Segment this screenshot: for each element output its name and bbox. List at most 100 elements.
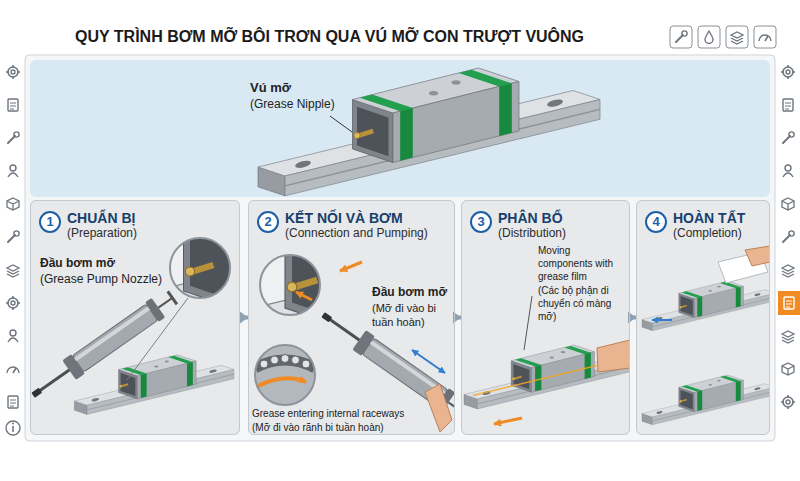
content-frame [25, 55, 775, 441]
sidebar-icon [8, 165, 18, 177]
hand [745, 246, 770, 266]
sidebar-icon [7, 265, 19, 277]
toolbar-icon [705, 31, 713, 44]
toolbar-icon [670, 26, 776, 48]
linear-guide [74, 355, 234, 415]
sidebar-icon [778, 291, 800, 315]
zoom-view [258, 378, 306, 386]
step-number-text: 4 [652, 215, 659, 229]
hand [745, 246, 770, 266]
motion-arrow [412, 350, 445, 373]
zoom-view [302, 360, 310, 368]
toolbar-icon [754, 26, 776, 48]
sidebar-icon [7, 198, 19, 210]
zoom-view [292, 356, 300, 364]
linear-guide [258, 68, 600, 196]
sidebar-icon [6, 296, 20, 310]
toolbar-icon [759, 35, 771, 41]
sidebar-icon [782, 331, 794, 343]
zoom-view [281, 355, 289, 363]
zoom-view [260, 255, 320, 315]
hand [425, 384, 452, 432]
callout-label: (Các bộ phận di chuyển có màng mỡ) [538, 284, 626, 323]
callout-label: Vú mỡ [250, 80, 291, 96]
sidebar-icon [784, 297, 794, 309]
callout-label: (Grease Nipple) [250, 97, 335, 112]
page-title: QUY TRÌNH BƠM MỠ BÔI TRƠN QUA VÚ MỠ CON … [75, 27, 584, 47]
hand [597, 340, 630, 372]
step-number-text: 1 [46, 215, 53, 229]
linear-guide [642, 281, 770, 331]
step-number: 4 [645, 211, 667, 233]
grease-gun [30, 288, 179, 405]
sidebar-icon [781, 65, 795, 79]
motion-arrow [652, 320, 672, 321]
content-frame [25, 55, 775, 441]
step-panel-ground [248, 200, 455, 435]
zoom-view [255, 345, 315, 405]
sidebar-icon [8, 132, 19, 143]
step-one-art [30, 200, 240, 414]
sidebar-icon [782, 198, 794, 210]
zoom-view [255, 345, 315, 405]
leader-line [524, 296, 532, 350]
hero-panel [30, 60, 770, 197]
toolbar-icon [670, 26, 692, 48]
zoom-view [271, 356, 279, 364]
step-number-text: 3 [477, 215, 484, 229]
step-panel: HOÀN TẤT(Completion)4 [636, 200, 770, 435]
grease-arrow [340, 262, 362, 271]
step-subheading: (Connection and Pumping) [285, 226, 450, 240]
sidebar-icon [783, 132, 794, 143]
zoom-view [255, 345, 315, 405]
leader-line [330, 116, 352, 132]
motion-arrow [412, 350, 445, 373]
step-arrow [240, 316, 248, 320]
sidebar-icon [783, 165, 793, 177]
step-subheading: (Distribution) [498, 226, 625, 240]
callout-label: (Mỡ đi vào bi tuần hoàn) [372, 301, 452, 329]
grease-gun [30, 288, 179, 405]
step-four-art [642, 246, 770, 425]
callout-label: Đầu bơm mỡ [372, 285, 452, 300]
callout-label: Đầu bơm mỡ [40, 256, 115, 271]
step-heading: PHÂN BỔ [498, 210, 625, 226]
toolbar-icon [698, 26, 720, 48]
leader-line [524, 296, 532, 350]
toolbar-icon [731, 32, 743, 44]
zoom-view [170, 238, 230, 298]
callout-label: (Grease Pump Nozzle) [40, 272, 162, 287]
step-number: 2 [257, 211, 279, 233]
step-two-art [248, 200, 455, 432]
sidebar-icon [6, 421, 20, 435]
step-panel: CHUẨN BỊ(Preparation) 1 [30, 200, 240, 435]
step-connector [240, 317, 636, 318]
step-number-text: 2 [264, 215, 271, 229]
sidebar-icon [781, 395, 795, 409]
toolbar-icon [726, 26, 748, 48]
sidebar-icon [12, 423, 14, 425]
zoom-view [255, 345, 315, 405]
sidebar-icon [783, 231, 794, 242]
sidebar-icon [782, 265, 794, 277]
linear-guide [258, 68, 600, 196]
linear-guide [642, 375, 770, 425]
toolbar-icon [676, 31, 687, 42]
leader-line [127, 298, 188, 380]
step-heading: CHUẨN BỊ [67, 210, 235, 226]
step-subheading: (Preparation) [67, 226, 235, 240]
zoom-view [296, 292, 312, 300]
linear-guide [642, 375, 770, 425]
callout-label: (Mỡ đi vào rãnh bi tuần hoàn) [252, 421, 384, 434]
sidebar-icon [6, 65, 20, 79]
sidebar-icon [782, 363, 794, 375]
hand [597, 340, 630, 372]
sidebar-icon [7, 367, 19, 373]
zoom-view [255, 345, 315, 405]
sidebar-icon [783, 99, 793, 111]
motion-arrow [652, 319, 672, 321]
